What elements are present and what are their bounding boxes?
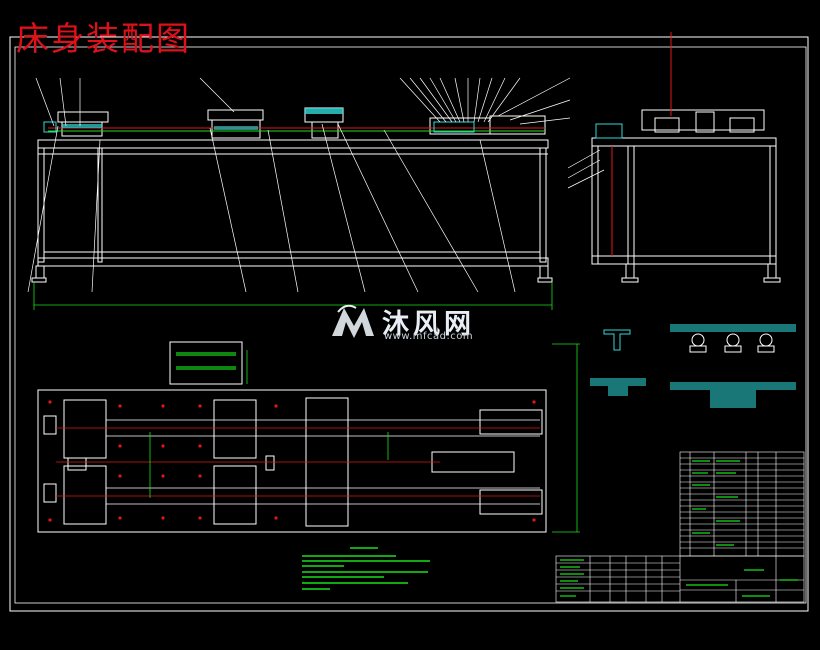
sheet-frame: [9, 36, 809, 612]
technical-notes: [302, 547, 430, 590]
mfcad-logo-icon: [332, 304, 374, 338]
watermark: 沐风网 www.mfcad.com: [330, 300, 500, 348]
side-view: [591, 109, 781, 283]
drawing-title: 床身装配图: [16, 19, 191, 58]
leader-lines-front: [27, 77, 571, 293]
front-view: [31, 107, 553, 283]
front-dimension: [33, 282, 553, 310]
front-view-details: [43, 108, 545, 133]
watermark-url: www.mfcad.com: [384, 331, 474, 342]
side-view-details: [595, 32, 672, 256]
title-block-text: [560, 559, 798, 597]
title-block: [555, 555, 805, 603]
section-details: [590, 324, 796, 408]
drawing-border: [14, 46, 807, 604]
top-view-lines: [56, 343, 580, 533]
watermark-brand: 沐风网: [382, 309, 475, 340]
leader-lines-side: [567, 149, 605, 189]
bolt-holes: [48, 400, 536, 522]
parts-list: [679, 451, 805, 557]
top-view: [37, 341, 547, 533]
parts-list-text: [692, 460, 740, 546]
